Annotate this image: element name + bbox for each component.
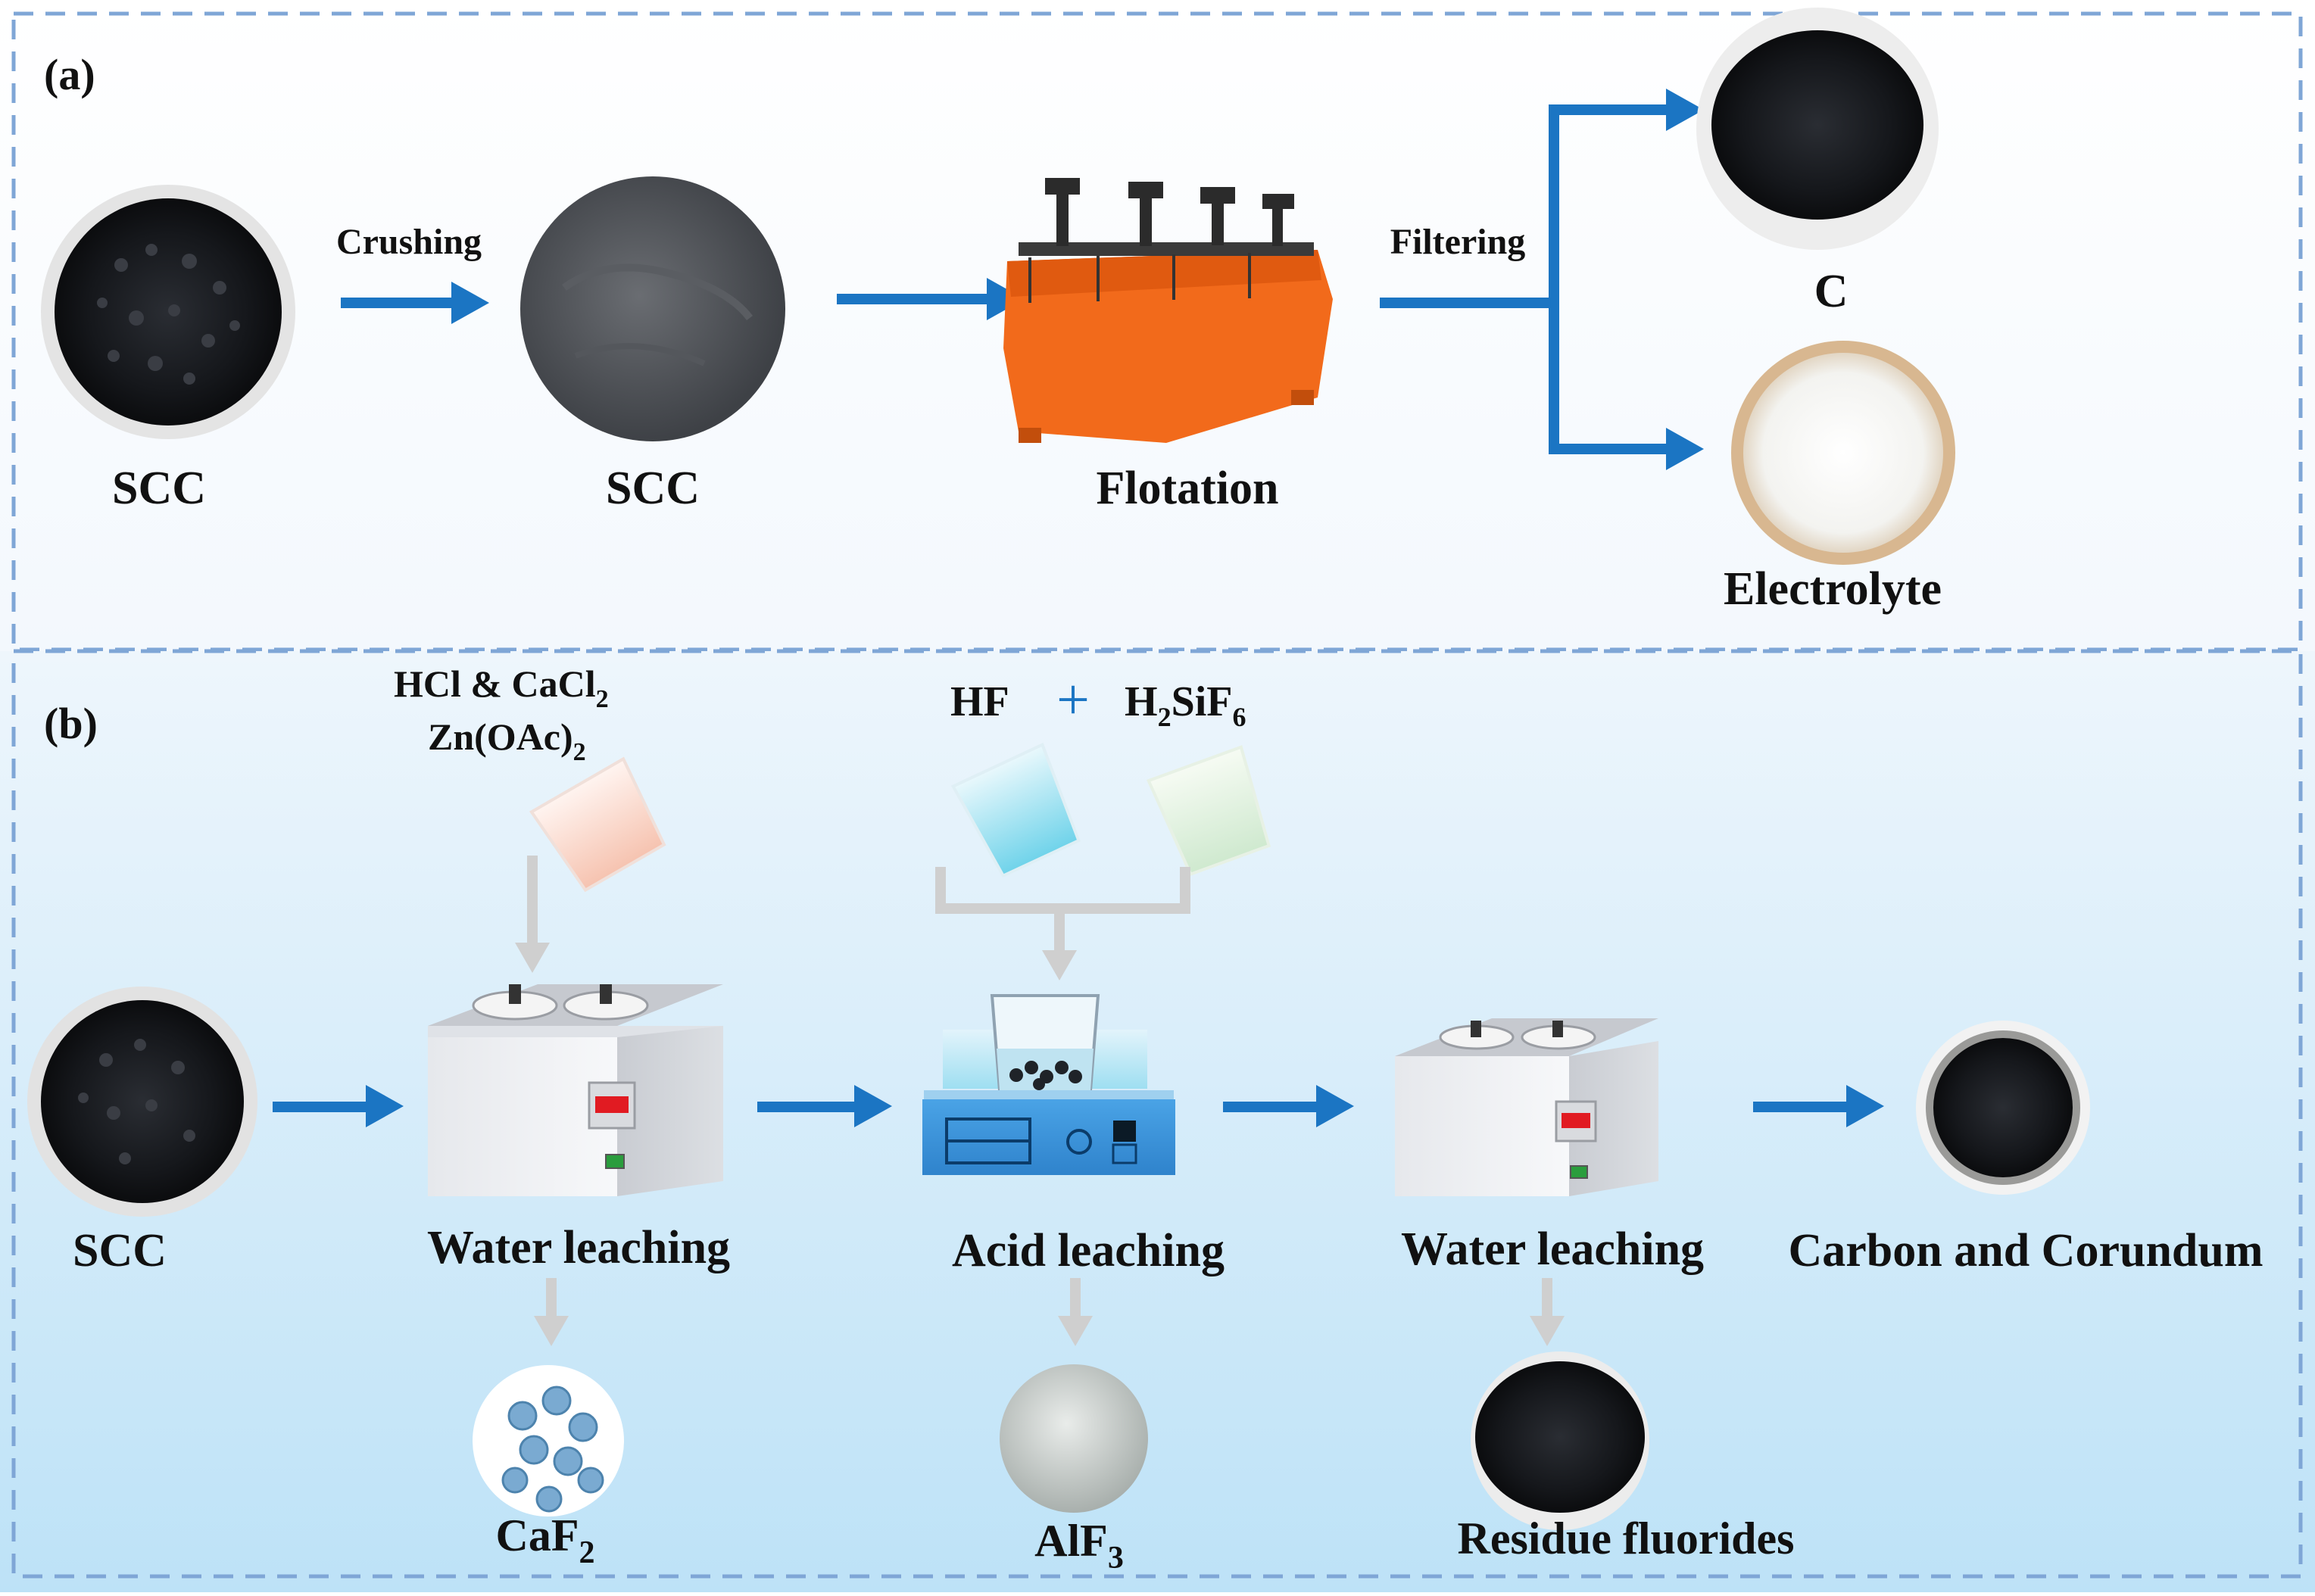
h2sif6-sub1: 2 — [1158, 702, 1172, 732]
hf-beaker-icon — [950, 742, 1081, 878]
caf2-subscript: 2 — [579, 1535, 594, 1570]
panel-b-border — [11, 649, 2303, 1579]
caf2-main: CaF — [496, 1510, 579, 1560]
reagent1-line1-subscript: 2 — [596, 685, 609, 713]
scc-b-image — [27, 987, 257, 1217]
panel-a-label: (a) — [44, 50, 95, 99]
panel-b: (b) HCl & CaCl2 Zn(OAc)2 HF + H2SiF6 — [0, 649, 2315, 1592]
reagent1-line2-subscript: 2 — [573, 738, 586, 766]
residue-gray-arrow — [1530, 1278, 1565, 1346]
caf2-label: CaF2 — [496, 1510, 595, 1570]
water-leaching-2-label: Water leaching — [1401, 1223, 1704, 1275]
reagent1-beaker-icon — [529, 756, 666, 893]
flotation-label: Flotation — [1096, 463, 1278, 514]
caf2-image — [473, 1365, 624, 1517]
water-bath-1-icon — [428, 984, 723, 1196]
reagent2-plus: + — [1056, 666, 1090, 732]
acid-leaching-label: Acid leaching — [952, 1225, 1225, 1276]
reagent2-h2sif6: H2SiF6 — [1125, 678, 1246, 732]
reagent1-line1: HCl & CaCl2 — [394, 662, 609, 713]
reagent2-hf: HF — [950, 678, 1009, 725]
carbon-corundum-image — [1916, 1021, 2090, 1195]
electrolyte-label: Electrolyte — [1724, 563, 1942, 615]
reagent2-merge-arrow — [935, 867, 1190, 980]
carbon-corundum-label: Carbon and Corundum — [1788, 1225, 2263, 1276]
h2sif6-sif: SiF — [1172, 678, 1233, 725]
arrow-b-4 — [1753, 1085, 1884, 1127]
scc-raw-label: SCC — [112, 463, 206, 514]
filtering-label: Filtering — [1390, 222, 1526, 262]
alf3-subscript: 3 — [1108, 1541, 1124, 1576]
scc-raw-image — [41, 185, 295, 439]
alf3-main: AlF — [1034, 1516, 1108, 1566]
arrow-b-2 — [757, 1085, 892, 1127]
electrolyte-image — [1731, 341, 1955, 565]
water-bath-2-icon — [1395, 1018, 1658, 1196]
reagent1-line2: Zn(OAc)2 — [428, 715, 586, 766]
arrow-b-1 — [273, 1085, 404, 1127]
caf2-gray-arrow — [534, 1278, 569, 1346]
residue-fluorides-image — [1471, 1351, 1649, 1530]
arrow-filtering-split — [1380, 89, 1704, 470]
scc-crushed-image — [520, 176, 785, 441]
scc-b-label: SCC — [73, 1225, 167, 1276]
h2sif6-sub2: 6 — [1232, 702, 1246, 732]
residue-fluorides-label: Residue fluorides — [1457, 1513, 1794, 1563]
reagent1-line1-text: HCl & CaCl — [394, 662, 596, 705]
carbon-label: C — [1814, 266, 1849, 317]
crushing-label: Crushing — [336, 222, 482, 262]
reagent1-gray-arrow — [515, 856, 550, 973]
arrow-b-3 — [1223, 1085, 1354, 1127]
flotation-machine-image — [1003, 178, 1333, 443]
acid-stirrer-icon — [922, 994, 1175, 1175]
scc-crushed-label: SCC — [606, 463, 700, 514]
reagent1-line2-text: Zn(OAc) — [428, 715, 573, 758]
water-leaching-1-label: Water leaching — [427, 1222, 730, 1273]
panel-a: (a) SCC Crushing SCC — [0, 0, 2315, 652]
carbon-image — [1696, 8, 1939, 250]
h2sif6-beaker-icon — [1146, 745, 1271, 877]
arrow-crushing — [341, 282, 489, 324]
alf3-gray-arrow — [1058, 1278, 1093, 1346]
alf3-label: AlF3 — [1034, 1516, 1124, 1576]
panel-b-label: (b) — [44, 699, 98, 748]
alf3-image — [1000, 1364, 1148, 1513]
h2sif6-h: H — [1125, 678, 1158, 725]
